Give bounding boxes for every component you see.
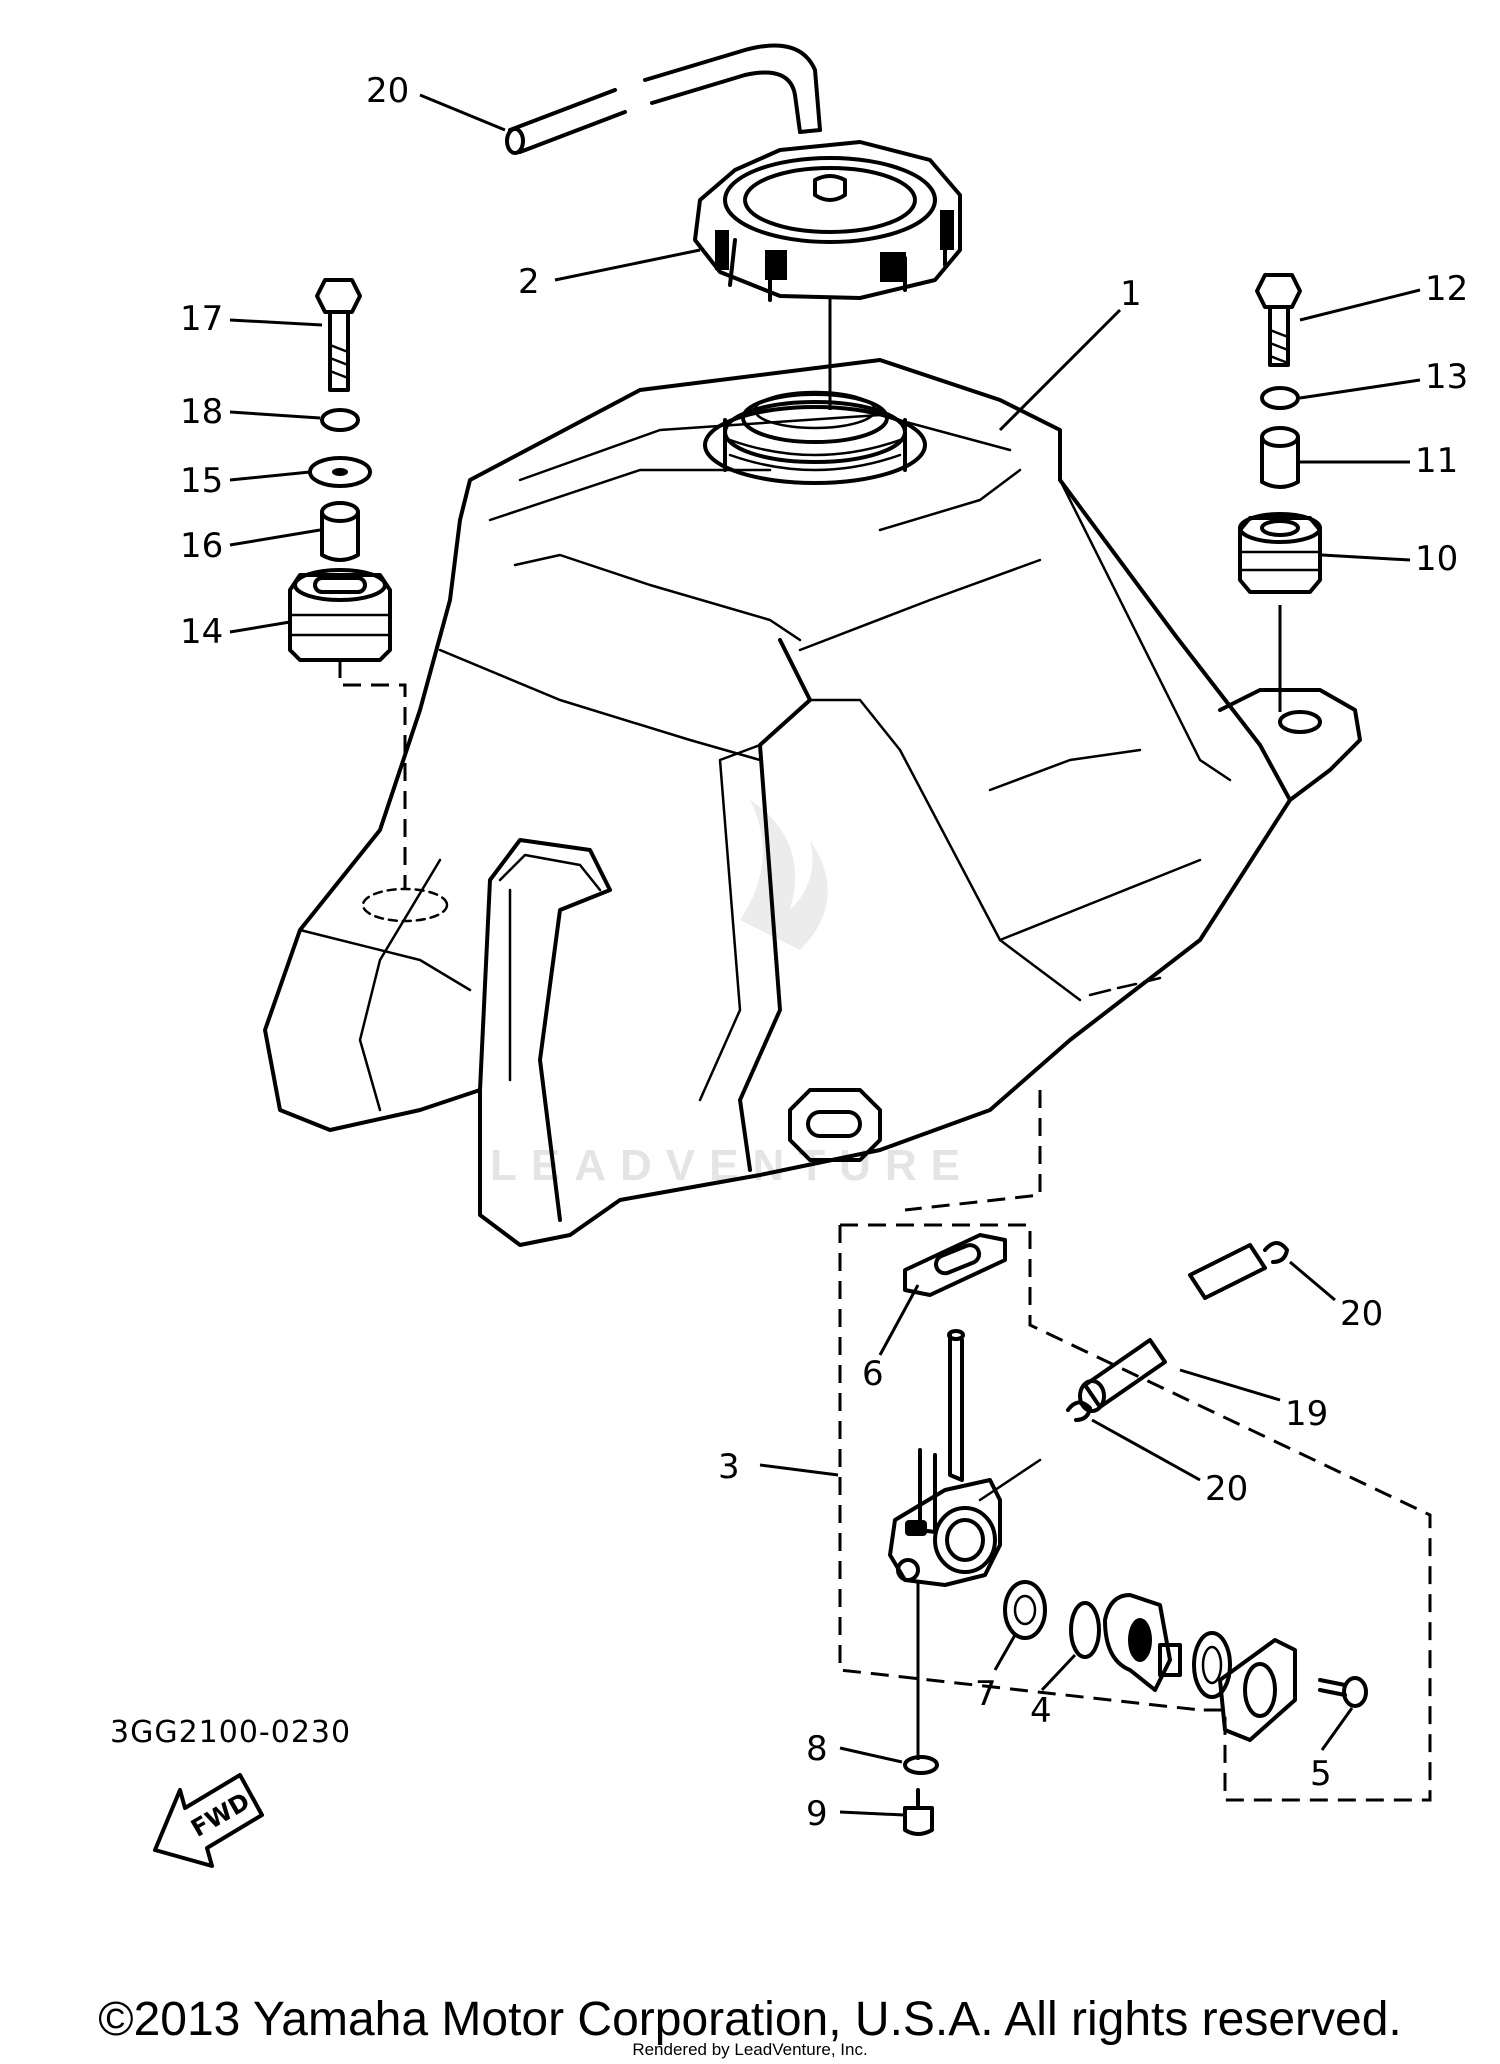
fuel-cap	[693, 140, 962, 410]
callout-14: 14	[180, 612, 223, 652]
callout-17: 17	[180, 299, 223, 339]
forward-arrow-icon: FWD	[153, 1773, 264, 1868]
callout-15: 15	[180, 461, 223, 501]
callout-20-upper: 20	[1340, 1294, 1383, 1334]
callout-20-lower: 20	[1205, 1469, 1248, 1509]
fuel-cock-assembly	[838, 1090, 1432, 1836]
callout-16: 16	[180, 526, 223, 566]
callout-13: 13	[1425, 357, 1468, 397]
callout-5: 5	[1310, 1754, 1332, 1794]
copyright-notice: ©2013 Yamaha Motor Corporation, U.S.A. A…	[98, 1993, 1402, 2046]
breather-hose	[505, 43, 822, 155]
callout-3: 3	[718, 1447, 740, 1487]
rendered-by-note: Rendered by LeadVenture, Inc.	[632, 2040, 868, 2059]
callout-19: 19	[1285, 1394, 1328, 1434]
callout-6: 6	[862, 1354, 884, 1394]
diagram-code: 3GG2100-0230	[110, 1715, 352, 1750]
callout-10: 10	[1415, 539, 1458, 579]
left-mount-hardware	[288, 278, 407, 890]
callout-12: 12	[1425, 269, 1468, 309]
callout-numbers: 20 2 1 17 18 15 16 14 12 13 11 10 20 19 …	[180, 71, 1468, 1834]
callout-18: 18	[180, 392, 223, 432]
watermark-text: LEADVENTURE	[490, 1141, 974, 1190]
callout-1: 1	[1120, 274, 1142, 314]
watermark: LEADVENTURE	[490, 800, 974, 1190]
leader-lines	[229, 93, 1421, 1817]
callout-8: 8	[806, 1729, 828, 1769]
right-mount-hardware	[1238, 273, 1322, 712]
callout-21: 20	[366, 71, 409, 111]
callout-4: 4	[1030, 1691, 1052, 1731]
callout-2: 2	[518, 262, 540, 302]
callout-9: 9	[806, 1794, 828, 1834]
callout-11: 11	[1415, 441, 1458, 481]
fwd-label: FWD	[186, 1787, 254, 1843]
fuel-tank	[263, 358, 1362, 1247]
callout-7: 7	[975, 1674, 997, 1714]
